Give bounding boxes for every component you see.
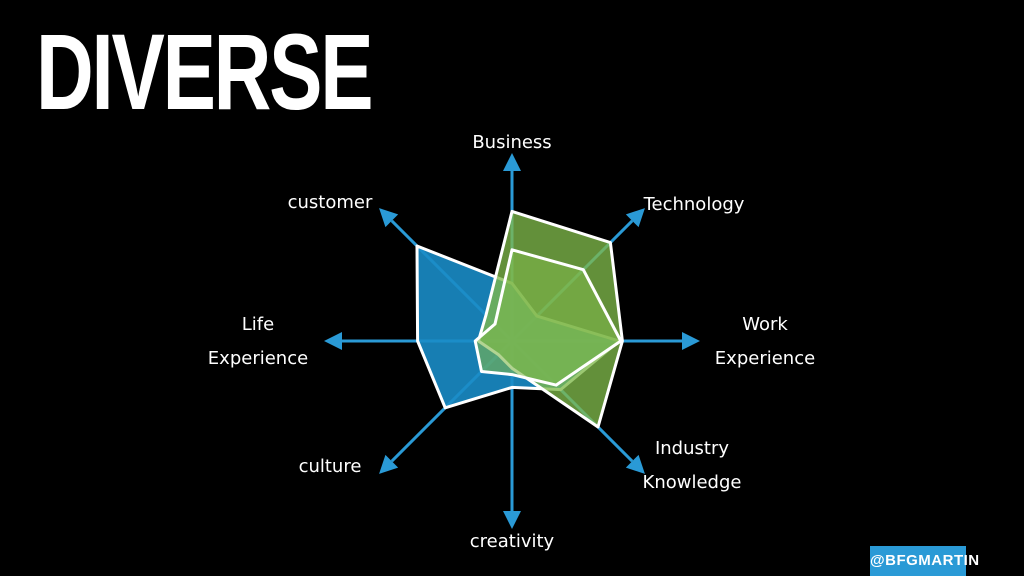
axis-arrow-culture [379, 454, 399, 474]
axis-label-technology: Technology [643, 194, 745, 215]
axis-label-line: Industry [655, 438, 729, 459]
axis-arrow-creativity [503, 511, 521, 529]
axis-arrow-industry [625, 454, 645, 474]
axis-arrow-customer [379, 208, 399, 228]
axis-arrow-life [324, 332, 342, 350]
axis-label-line: Knowledge [643, 472, 742, 493]
axis-label-culture: culture [299, 456, 362, 477]
axis-label-line: Life [242, 314, 274, 335]
axis-arrow-technology [625, 208, 645, 228]
axis-label-line: Technology [643, 194, 745, 215]
radar-series [415, 209, 624, 429]
slide-title: DIVERSE [36, 11, 374, 132]
twitter-handle-badge: @BFGMARTIN [870, 546, 979, 576]
axis-label-creativity: creativity [470, 531, 555, 552]
axis-label-line: culture [299, 456, 362, 477]
axis-label-line: creativity [470, 531, 555, 552]
axis-label-line: customer [288, 192, 373, 213]
axis-label-line: Business [472, 132, 551, 153]
axis-label-line: Experience [715, 348, 815, 369]
axis-label-customer: customer [288, 192, 373, 213]
series-polygon-3 [473, 248, 623, 387]
axis-label-line: Work [742, 314, 788, 335]
axis-label-business: Business [472, 132, 551, 153]
axis-arrow-work [682, 332, 700, 350]
axis-label-line: Experience [208, 348, 308, 369]
axis-arrow-business [503, 153, 521, 171]
